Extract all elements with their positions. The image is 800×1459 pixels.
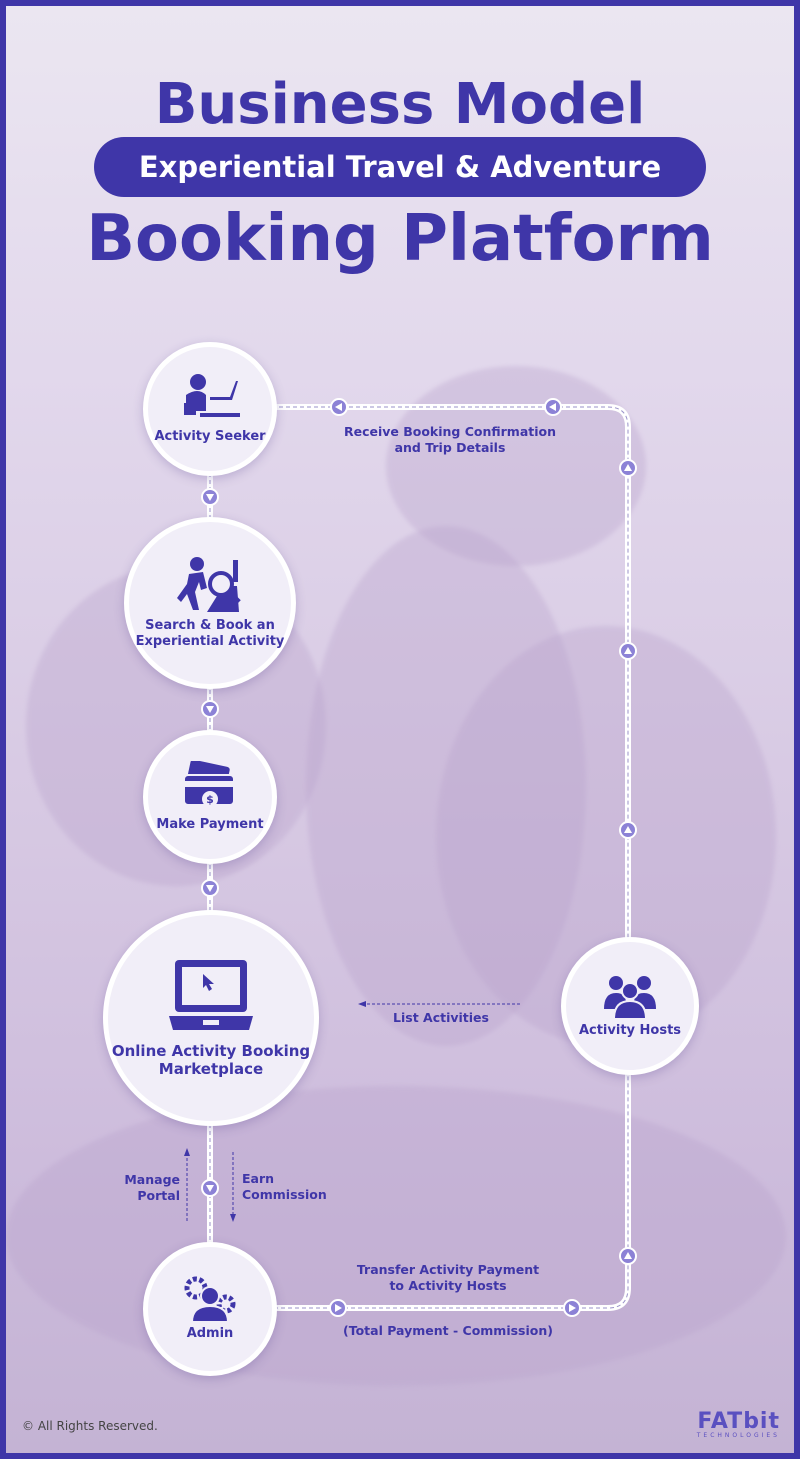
confirmation-text: Receive Booking Confirmation and Trip De… [340, 424, 560, 456]
activity-seeker-label: Activity Seeker [154, 429, 265, 445]
transfer-note-text: (Total Payment - Commission) [336, 1323, 560, 1339]
admin-gears-icon [184, 1276, 236, 1322]
right-connector-line [272, 407, 628, 946]
node-marketplace: Online Activity Booking Marketplace [103, 910, 319, 1126]
node-activity-seeker: Activity Seeker [143, 342, 277, 476]
copyright-text: © All Rights Reserved. [22, 1419, 158, 1433]
earn-commission-text: Earn Commission [242, 1171, 322, 1203]
brand-tagline: TECHNOLOGIES [660, 1432, 780, 1439]
admin-label: Admin [187, 1326, 234, 1342]
manage-portal-text: Manage Portal [114, 1172, 180, 1204]
group-people-icon [602, 973, 658, 1019]
node-make-payment: $ Make Payment [143, 730, 277, 864]
make-payment-label: Make Payment [156, 817, 263, 833]
brand-name: FATbit [660, 1409, 780, 1434]
person-laptop-icon [180, 373, 240, 423]
laptop-cursor-icon [169, 958, 253, 1032]
earn-commission-arrowhead [230, 1214, 236, 1222]
node-search-book: Search & Book an Experiential Activity [124, 517, 296, 689]
hiker-magnifier-icon [177, 556, 243, 612]
flow-connectors [6, 6, 794, 1453]
activity-hosts-label: Activity Hosts [579, 1023, 681, 1039]
payment-card-icon: $ [182, 761, 238, 811]
transfer-text: Transfer Activity Payment to Activity Ho… [356, 1262, 540, 1294]
svg-text:$: $ [206, 793, 214, 806]
brand-logo: FATbit TECHNOLOGIES [660, 1409, 780, 1439]
node-admin: Admin [143, 1242, 277, 1376]
manage-portal-arrowhead [184, 1148, 190, 1156]
list-activities-text: List Activities [386, 1010, 496, 1026]
search-book-label: Search & Book an Experiential Activity [129, 618, 291, 650]
marketplace-label: Online Activity Booking Marketplace [108, 1042, 314, 1078]
node-activity-hosts: Activity Hosts [561, 937, 699, 1075]
right-connector-dash [272, 407, 628, 946]
list-activities-arrowhead [358, 1001, 366, 1007]
